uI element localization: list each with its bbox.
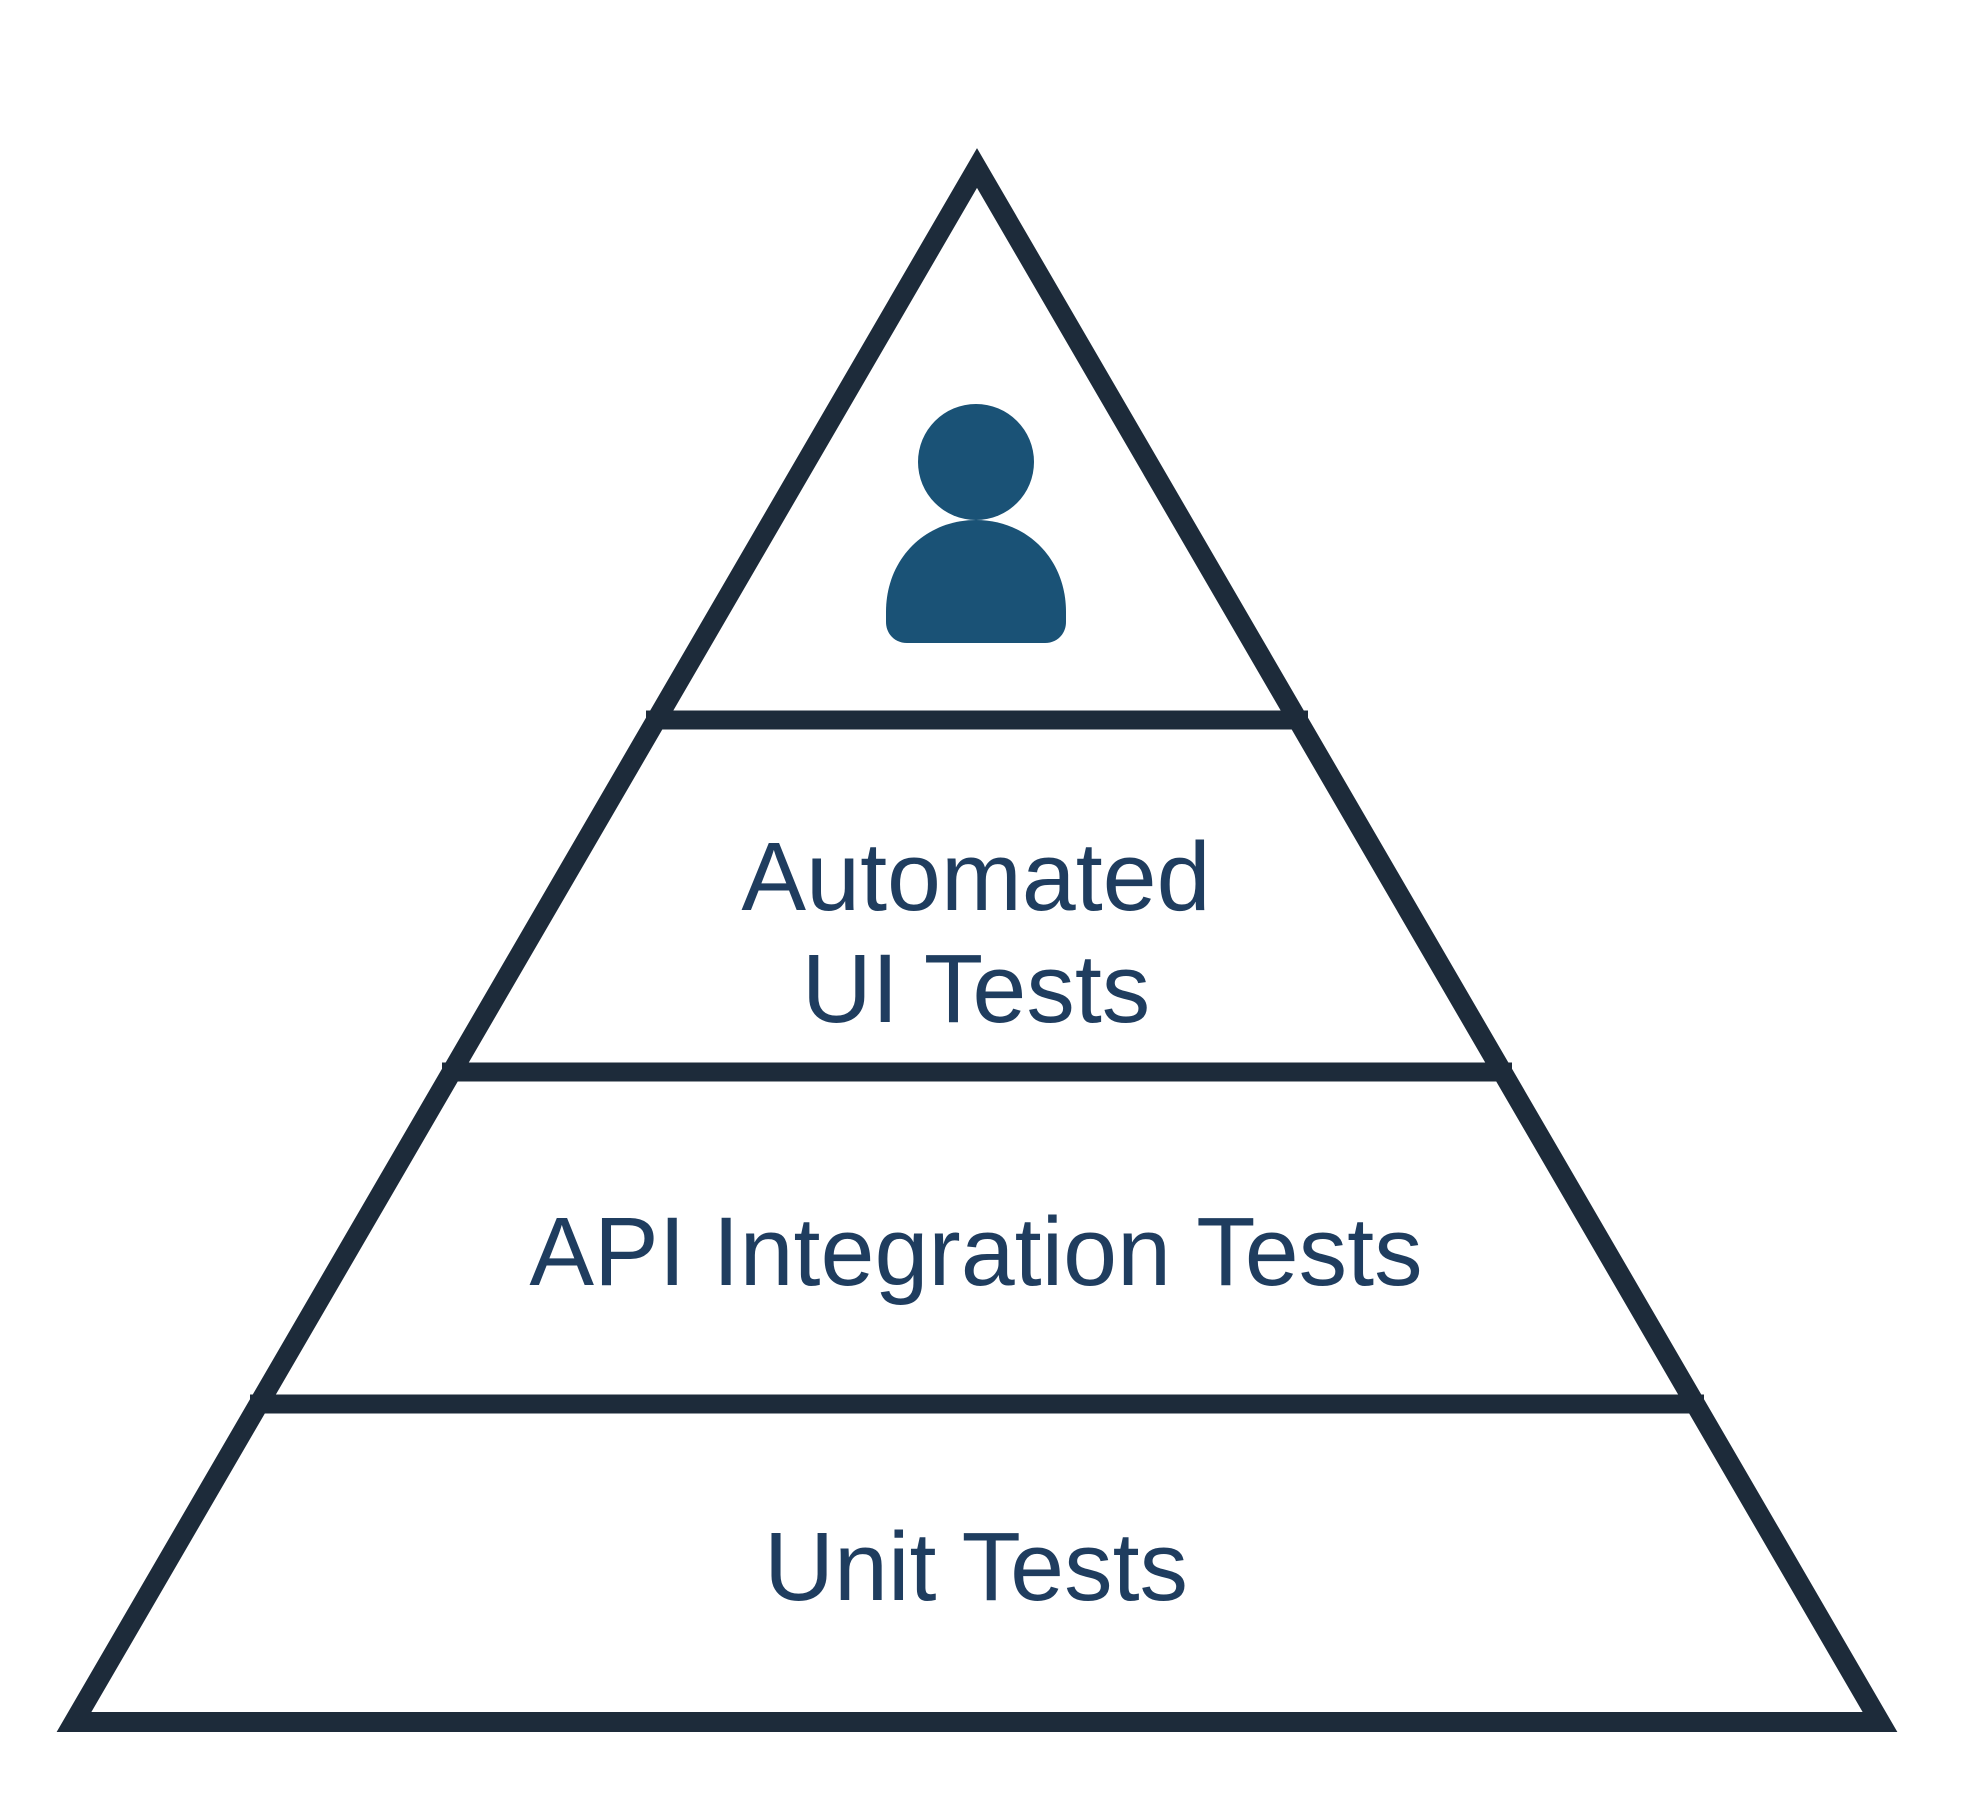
level-label-automated-ui-line2: UI Tests	[802, 934, 1151, 1043]
person-icon	[886, 404, 1066, 643]
person-icon-head	[918, 404, 1034, 520]
level-label-api-integration: API Integration Tests	[529, 1197, 1422, 1306]
pyramid-outline	[56, 148, 1898, 1732]
level-label-automated-ui-line1: Automated	[741, 822, 1210, 931]
person-icon-body	[886, 520, 1066, 643]
level-label-unit-tests: Unit Tests	[764, 1512, 1188, 1621]
